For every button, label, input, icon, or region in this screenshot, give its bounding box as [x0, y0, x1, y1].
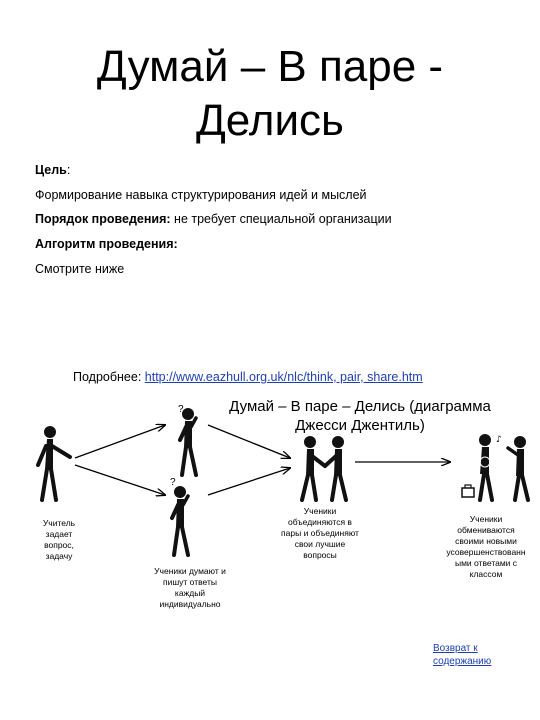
pair-caption-line: Ученики [303, 506, 337, 516]
share-caption-line: обмениваются [457, 525, 515, 535]
more-prefix: Подробнее: [73, 370, 145, 384]
share-caption-line: своими новыми [455, 536, 517, 546]
order-line: Порядок проведения: не требует специальн… [35, 212, 392, 226]
think-caption: Ученики думают и пишут ответы каждый инд… [140, 566, 240, 610]
goal-label: Цель [35, 163, 67, 177]
arrow-teacher-to-thinker-bottom [74, 464, 165, 495]
share-caption-line: ыми ответами с [454, 558, 518, 568]
more-url-link[interactable]: http://www.eazhull.org.uk/nlc/think, pai… [144, 370, 423, 384]
arrow-thinker-bottom-to-pair [207, 468, 290, 496]
pair-caption-line: свои лучшие [294, 539, 346, 549]
algorithm-label: Алгоритм проведения: [35, 237, 178, 251]
teacher-caption-line: задачу [45, 551, 73, 561]
share-caption-line: усовершенствованн [446, 547, 526, 557]
arrow-teacher-to-thinker-top [74, 425, 165, 459]
class-figures: ♪ [461, 434, 530, 502]
diagram-title: Думай – В паре – Делись (диаграмма Джесс… [210, 397, 510, 435]
svg-text:?: ? [170, 477, 176, 488]
more-info-line: Подробнее: http://www.eazhull.org.uk/nlc… [73, 370, 423, 384]
order-label: Порядок проведения: [35, 212, 171, 226]
back-to-contents-link[interactable]: Возврат к содержанию [433, 642, 491, 668]
share-caption-line: классом [469, 569, 503, 579]
pair-caption-line: объединяются в [288, 517, 352, 527]
svg-text:?: ? [178, 404, 184, 415]
think-caption-line: индивидуально [159, 599, 221, 609]
thinker-figure-bottom: ? [170, 477, 190, 557]
goal-heading: Цель: [35, 163, 70, 177]
think-caption-line: каждый [174, 588, 206, 598]
back-link-line[interactable]: содержанию [433, 656, 492, 667]
diagram-title-line-2: Джесси Джентиль) [295, 417, 425, 434]
think-caption-line: Ученики думают и [154, 566, 226, 576]
goal-text: Формирование навыка структурирования иде… [35, 188, 367, 202]
pair-caption-line: пары и объединяют [281, 528, 359, 538]
teacher-caption-line: задает [45, 529, 73, 539]
title-line-2: Делись [196, 96, 344, 145]
think-caption-line: пишут ответы [163, 577, 217, 587]
share-caption-line: Ученики [469, 514, 503, 524]
order-text: не требует специальной организации [170, 212, 392, 226]
title-line-1: Думай – В паре - [96, 42, 444, 91]
svg-text:♪: ♪ [496, 435, 502, 445]
thinker-figure-top: ? [178, 404, 198, 477]
back-link-line[interactable]: Возврат к [433, 643, 478, 654]
teacher-figure [36, 426, 72, 502]
teacher-caption-line: вопрос, [44, 540, 74, 550]
page-title: Думай – В паре - Делись [70, 40, 470, 148]
pair-caption: Ученики объединяются в пары и объединяют… [270, 506, 370, 561]
pair-figures [300, 436, 348, 502]
teacher-caption: Учитель задает вопрос, задачу [36, 518, 82, 562]
teacher-caption-line: Учитель [42, 518, 76, 528]
goal-suffix: : [66, 163, 71, 177]
diagram-title-line-1: Думай – В паре – Делись (диаграмма [229, 398, 491, 415]
see-below-text: Смотрите ниже [35, 262, 125, 276]
pair-caption-line: вопросы [303, 550, 337, 560]
share-caption: Ученики обмениваются своими новыми усове… [436, 514, 536, 580]
arrow-thinker-top-to-pair [207, 424, 290, 458]
